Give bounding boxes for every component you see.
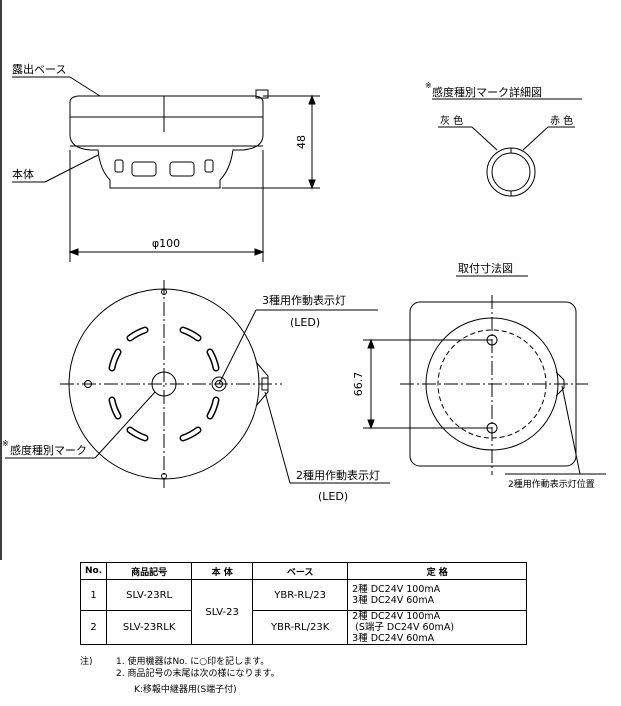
note-line-1: 1. 使用機器はNo. に○印を記します。	[116, 657, 270, 667]
mark-label: 感度種別マーク	[10, 443, 87, 457]
mount-view	[363, 295, 606, 475]
row2-no: 2	[79, 610, 108, 645]
lamp-pos-label: 2種用作動表示灯位置	[508, 478, 595, 490]
row1-no: 1	[79, 579, 108, 611]
lamp3-sub: (LED)	[290, 316, 320, 329]
col-base: ベース	[252, 562, 349, 580]
red-label: 赤 色	[550, 114, 573, 127]
center-hole	[151, 371, 177, 397]
vent-3	[114, 159, 124, 173]
detail-title: 感度種別マーク詳細図	[432, 85, 542, 99]
body-label: 本体	[12, 167, 34, 181]
top-view	[5, 280, 390, 488]
side-view	[12, 76, 320, 262]
col-body: 本 体	[191, 562, 254, 580]
row2-code: SLV-23RLK	[106, 610, 193, 645]
base-outline	[69, 95, 264, 118]
row1-base: YBR-RL/23	[252, 579, 349, 611]
technical-drawing: 露出ベース 本体 48 φ100 ※ 感度種別マーク詳細図 灰 色 赤 色	[0, 0, 606, 560]
height-dim-text: 48	[295, 135, 308, 149]
vent-2	[169, 161, 195, 177]
lamp2-sub: (LED)	[318, 490, 348, 503]
vent-4	[204, 159, 214, 173]
col-no: No.	[79, 562, 108, 580]
body-cell: SLV-23	[191, 579, 254, 645]
lamp3-circle	[211, 376, 227, 392]
row1-code: SLV-23RL	[106, 579, 193, 611]
detail-asterisk: ※	[425, 81, 432, 90]
table-row: 1 SLV-23RL SLV-23 YBR-RL/23 2種 DC24V 100…	[79, 579, 528, 645]
vent-1	[131, 161, 157, 177]
row2-rating: 2種 DC24V 100mA (S端子 DC24V 60mA) 3種 DC24V…	[347, 610, 528, 645]
col-rating: 定 格	[347, 562, 528, 580]
lamp2-label: 2種用作動表示灯	[296, 468, 380, 482]
base-label: 露出ベース	[12, 62, 66, 76]
col-code: 商品記号	[106, 562, 193, 580]
row1-rating: 2種 DC24V 100mA 3種 DC24V 60mA	[347, 579, 528, 611]
diameter-dim-text: φ100	[152, 237, 180, 250]
row2-base: YBR-RL/23K	[252, 610, 349, 645]
lamp3-label: 3種用作動表示灯	[262, 293, 346, 307]
mark-asterisk: ※	[2, 439, 9, 448]
note-k-line: K:移報中継器用(S端子付)	[134, 685, 237, 695]
mark-detail	[438, 126, 575, 197]
gray-label: 灰 色	[440, 114, 463, 127]
pitch-dim-text: 66.7	[352, 372, 365, 397]
mount-title: 取付寸法図	[458, 261, 513, 275]
base-tab	[255, 89, 269, 99]
table-header-row: No. 商品記号 本 体 ベース 定 格	[79, 562, 528, 580]
top-outer-circle	[68, 288, 260, 480]
notes-label: 注)	[80, 657, 93, 667]
spec-table: No. 商品記号 本 体 ベース 定 格 1 SLV-23RL SLV-23 Y…	[79, 562, 528, 645]
body-outline	[69, 117, 264, 189]
note-line-2: 2. 商品記号の末尾は次の様になります。	[116, 669, 280, 679]
table-row: 2 SLV-23RLK YBR-RL/23K 2種 DC24V 100mA (S…	[79, 610, 528, 645]
